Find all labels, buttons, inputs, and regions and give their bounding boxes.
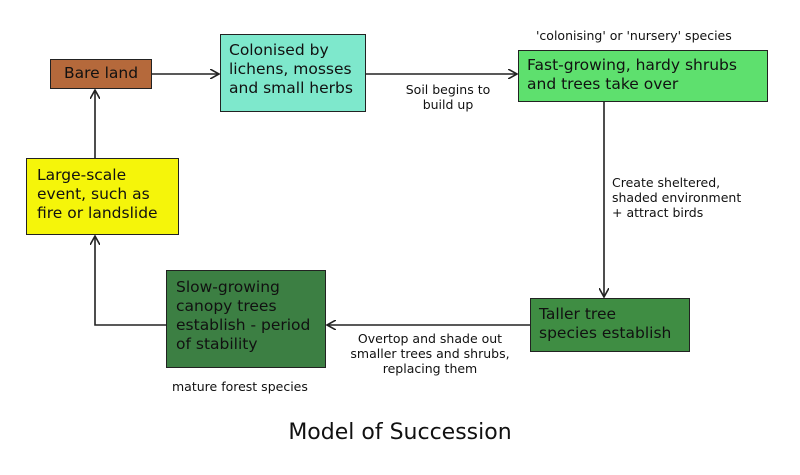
bare-land-box: Bare land <box>50 59 152 89</box>
colonised-box: Colonised by lichens, mosses and small h… <box>220 34 366 112</box>
arrow-slow-to-large <box>95 237 166 326</box>
fast-growing-box: Fast-growing, hardy shrubs and trees tak… <box>518 50 768 102</box>
fast-growing-text: Fast-growing, hardy shrubs and trees tak… <box>527 56 737 93</box>
soil-label: Soil begins to build up <box>405 82 491 112</box>
slow-growing-box: Slow-growing canopy trees establish - pe… <box>166 270 326 368</box>
overtop-label: Overtop and shade out smaller trees and … <box>350 331 510 376</box>
colonising-species-label: 'colonising' or 'nursery' species <box>536 28 732 43</box>
slow-growing-text: Slow-growing canopy trees establish - pe… <box>176 278 311 353</box>
sheltered-environment-label: Create sheltered, shaded environment + a… <box>612 175 742 220</box>
large-scale-event-text: Large-scale event, such as fire or lands… <box>37 166 158 222</box>
colonised-text: Colonised by lichens, mosses and small h… <box>229 41 353 97</box>
large-scale-event-box: Large-scale event, such as fire or lands… <box>26 158 179 235</box>
mature-forest-label: mature forest species <box>172 379 308 394</box>
taller-tree-text: Taller tree species establish <box>539 305 672 342</box>
bare-land-text: Bare land <box>63 64 139 82</box>
taller-tree-box: Taller tree species establish <box>530 298 690 352</box>
diagram-caption: Model of Succession <box>288 420 512 445</box>
